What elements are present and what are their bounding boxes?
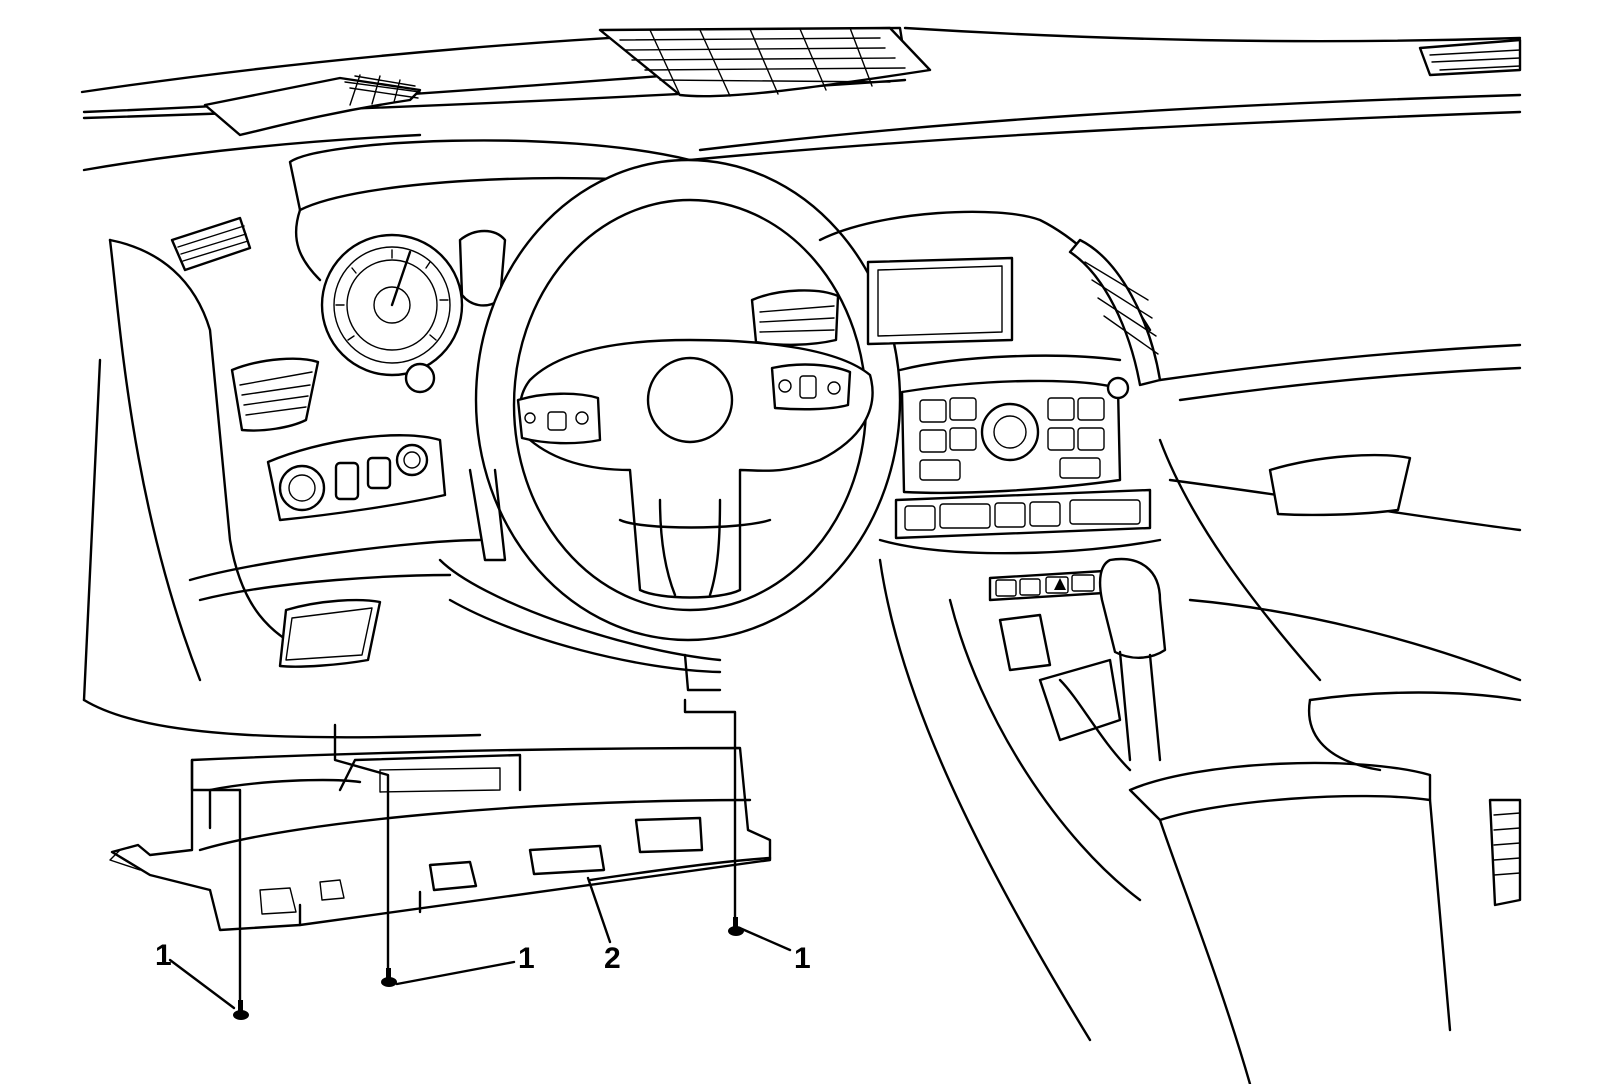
passenger-dash (1158, 343, 1522, 682)
knee-bolster-panel (109, 746, 772, 932)
left-dash (82, 216, 482, 739)
screw-1-left (233, 1000, 249, 1020)
callout-1-center: 1 (518, 942, 535, 975)
upper-dash (80, 26, 1522, 172)
steering-column (438, 468, 722, 692)
screw-leaders (190, 698, 737, 1007)
screw-1-right (728, 917, 744, 936)
console (878, 557, 1522, 1084)
center-stack (750, 210, 1162, 602)
screw-1-center (381, 968, 397, 987)
callout-leaders (168, 876, 792, 1010)
callout-1-left: 1 (155, 939, 172, 972)
callout-1-right: 1 (794, 942, 811, 975)
callout-2-panel: 2 (604, 942, 621, 975)
